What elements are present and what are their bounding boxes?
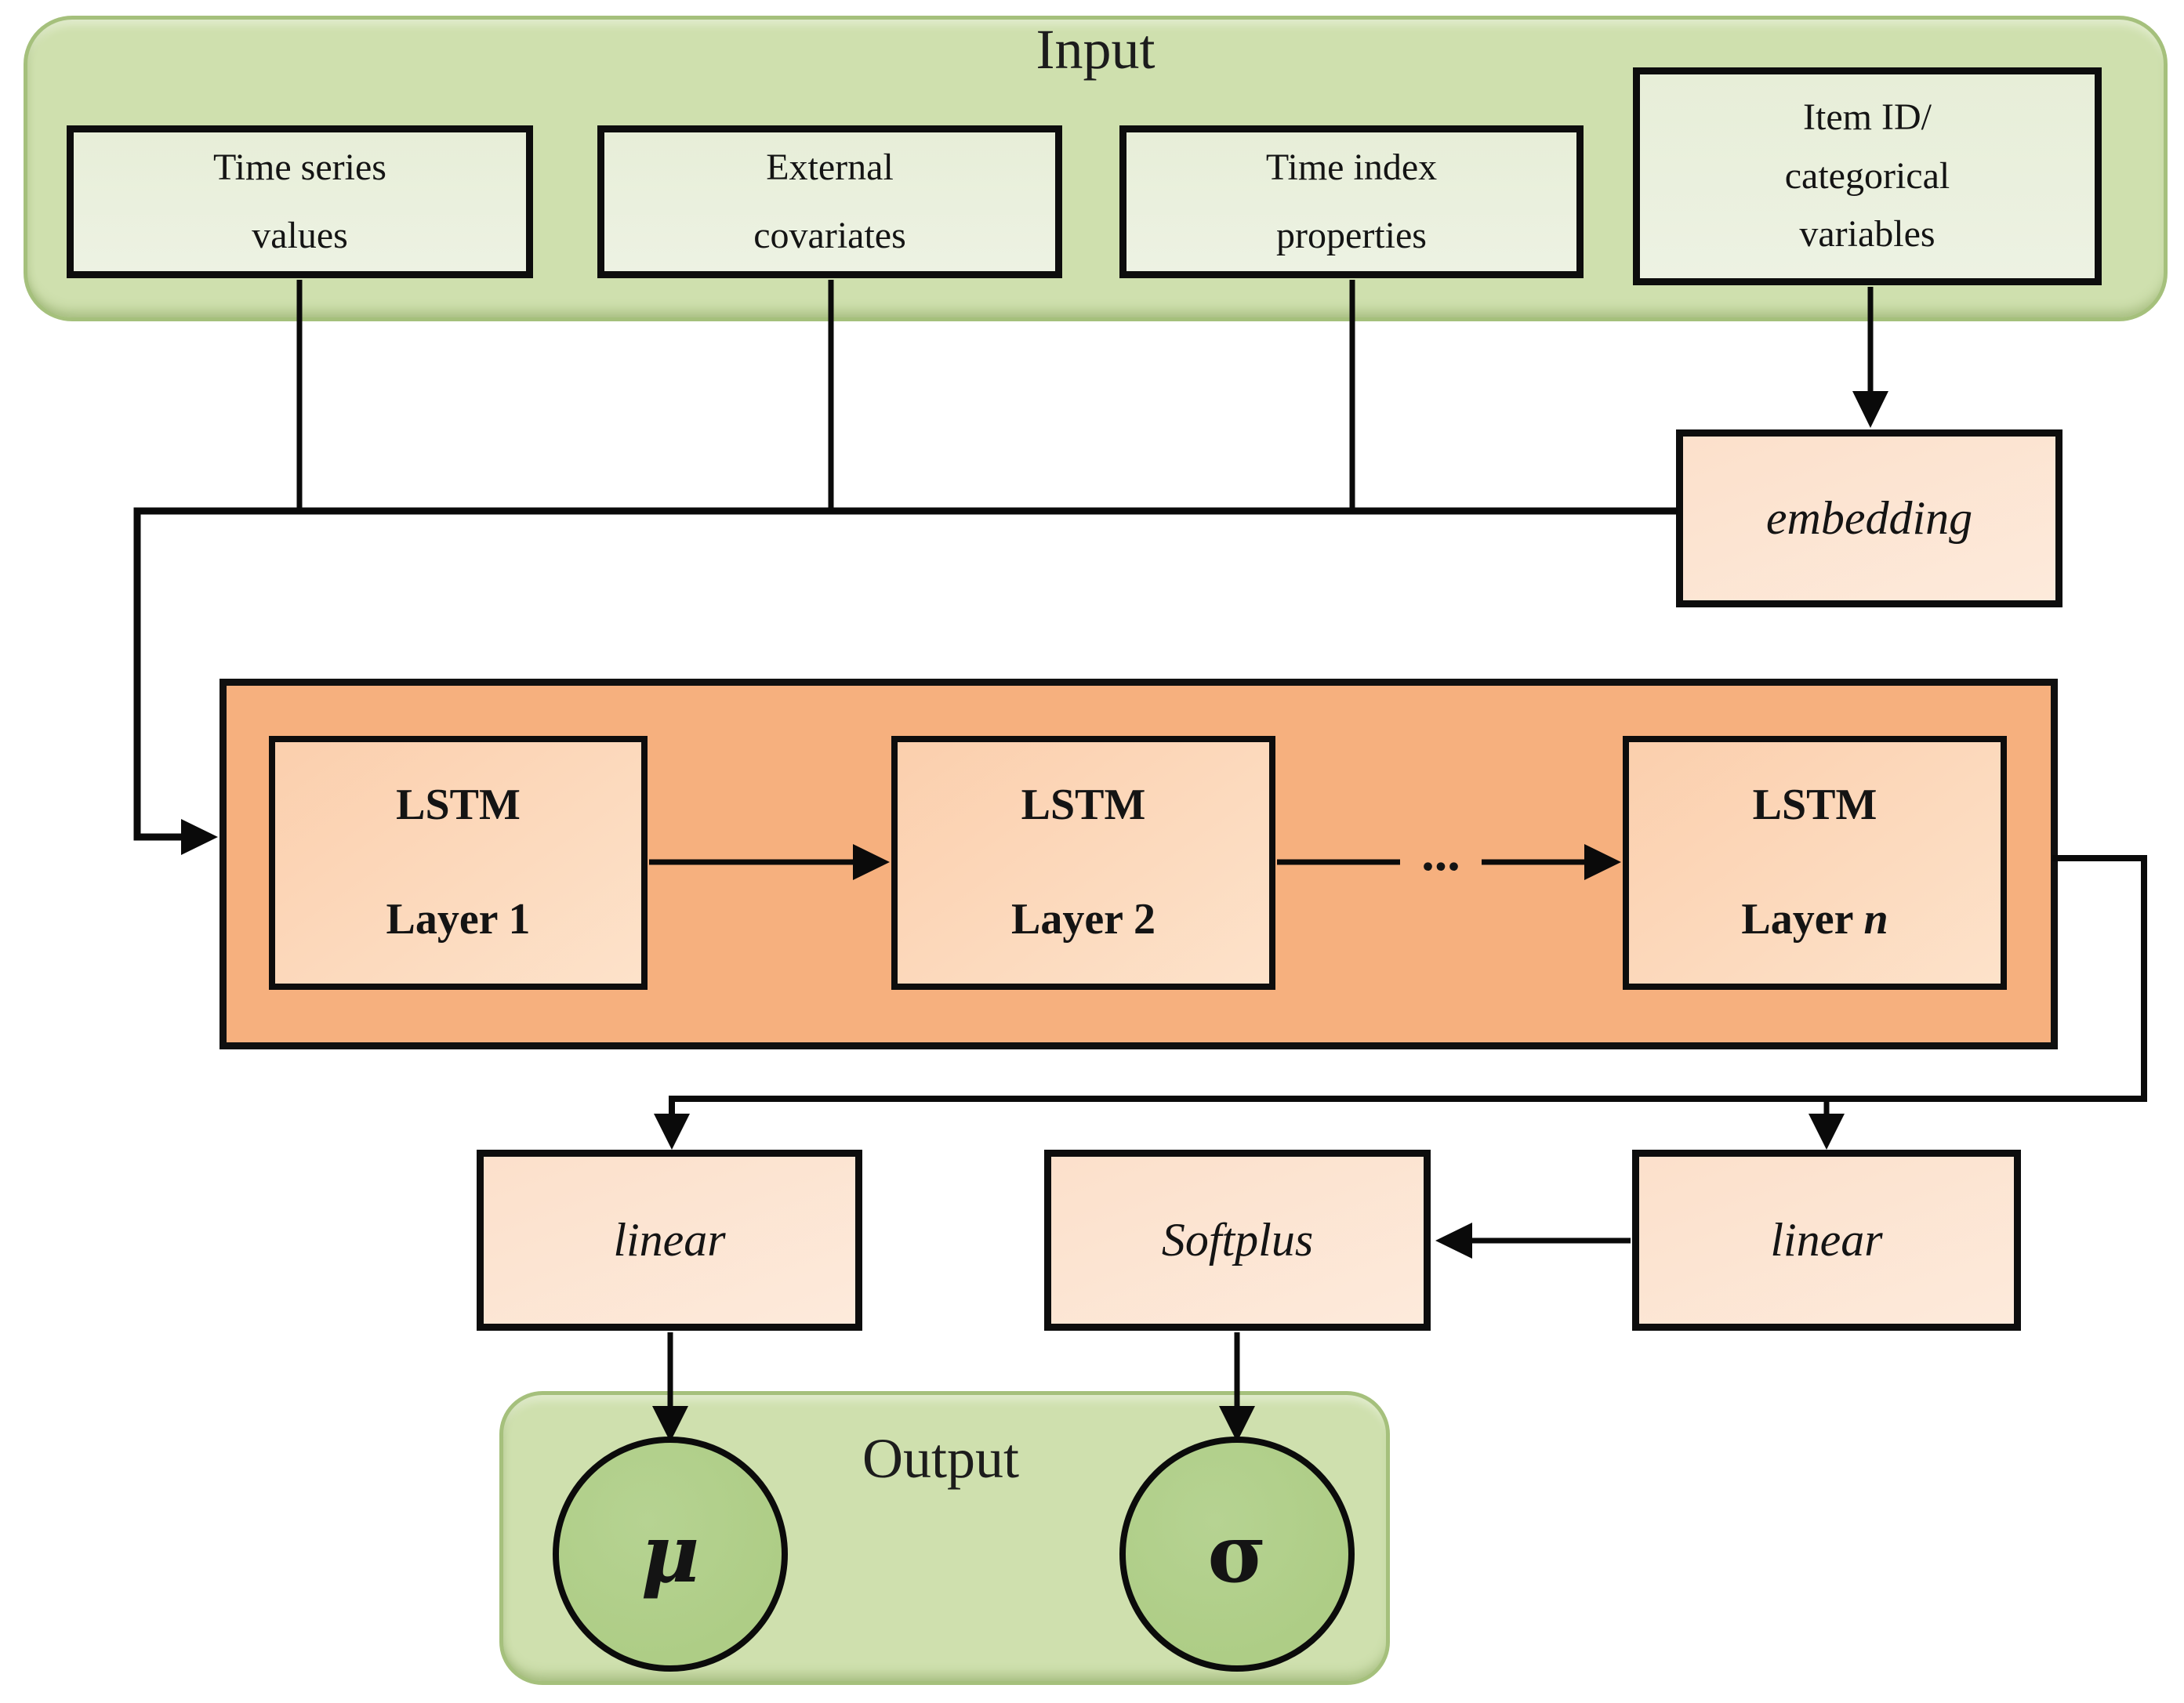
output-sigma-circle: σ bbox=[1119, 1437, 1355, 1672]
linear-label: linear bbox=[613, 1214, 726, 1266]
input-box-time-index-properties: Time index properties bbox=[1119, 125, 1584, 278]
embedding-label: embedding bbox=[1765, 492, 1973, 544]
sigma-symbol: σ bbox=[1207, 1507, 1267, 1601]
input-box-time-series-values: Time series values bbox=[67, 125, 533, 278]
embedding-box: embedding bbox=[1676, 429, 2062, 607]
arrowhead-into-lstm bbox=[181, 819, 218, 855]
input-group-title: Input bbox=[1036, 18, 1155, 81]
softplus-label: Softplus bbox=[1161, 1214, 1314, 1266]
arrowhead-into-softplus bbox=[1435, 1223, 1472, 1259]
lstm-ellipsis: ... bbox=[1421, 824, 1460, 882]
input-box-label: Time index properties bbox=[1265, 147, 1438, 256]
arrowhead-into-embedding bbox=[1852, 391, 1888, 428]
linear-label: linear bbox=[1770, 1214, 1883, 1266]
input-box-external-covariates: External covariates bbox=[597, 125, 1062, 278]
output-mu-circle: μ bbox=[553, 1437, 788, 1672]
softplus-box: Softplus bbox=[1044, 1150, 1431, 1331]
linear-mu-box: linear bbox=[477, 1150, 862, 1331]
input-box-label: External covariates bbox=[753, 147, 906, 256]
mu-symbol: μ bbox=[640, 1507, 700, 1601]
output-group-title: Output bbox=[862, 1427, 1019, 1490]
linear-sigma-box: linear bbox=[1632, 1150, 2021, 1331]
input-box-label: Item ID/ categorical variables bbox=[1784, 96, 1950, 255]
arrowhead-into-linear-mu bbox=[654, 1114, 690, 1150]
arrowhead-into-linear-sigma bbox=[1809, 1114, 1845, 1150]
input-box-item-id-categorical-variables: Item ID/ categorical variables bbox=[1633, 67, 2102, 285]
input-box-label: Time series values bbox=[213, 147, 386, 256]
